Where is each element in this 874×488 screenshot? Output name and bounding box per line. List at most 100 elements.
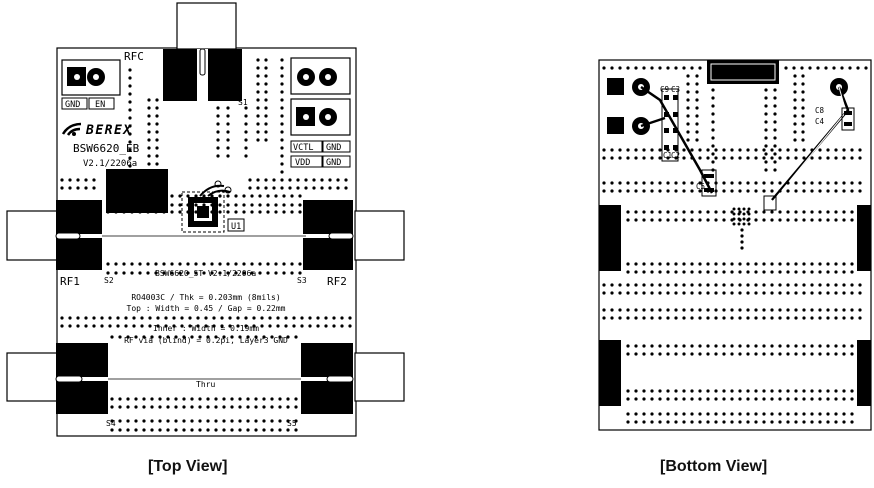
via-dot (114, 203, 118, 207)
via-dot (737, 222, 741, 226)
via-dot (786, 262, 790, 266)
via-dot (762, 156, 766, 160)
via-dot (134, 428, 138, 432)
via-dot (773, 160, 777, 164)
via-dot (194, 203, 198, 207)
via-dot (626, 210, 630, 214)
via-dot (642, 412, 646, 416)
via-dot (68, 186, 72, 190)
via-dot (174, 397, 178, 401)
via-dot (786, 189, 790, 193)
via-dot (286, 405, 290, 409)
via-dot (130, 262, 134, 266)
via-dot (858, 148, 862, 152)
via-dot (216, 146, 220, 150)
via-dot (682, 397, 686, 401)
via-dot (634, 412, 638, 416)
via-dot (794, 210, 798, 214)
via-dot (194, 271, 198, 275)
via-dot (626, 352, 630, 356)
via-dot (194, 194, 198, 198)
via-dot (282, 262, 286, 266)
via-dot (730, 189, 734, 193)
via-dot (618, 189, 622, 193)
via-dot (642, 308, 646, 312)
via-dot (773, 128, 777, 132)
via-dot (110, 335, 114, 339)
via-dot (764, 168, 768, 172)
via-dot (294, 335, 298, 339)
via-dot (794, 412, 798, 416)
via-dot (794, 352, 798, 356)
via-dot (778, 420, 782, 424)
via-dot (690, 352, 694, 356)
via-dot (786, 156, 790, 160)
via-dot (842, 148, 846, 152)
via-dot (714, 262, 718, 266)
via-dot (706, 181, 710, 185)
via-dot (626, 420, 630, 424)
via-dot (128, 68, 132, 72)
via-dot (650, 262, 654, 266)
via-dot (602, 189, 606, 193)
via-dot (262, 428, 266, 432)
via-dot (706, 344, 710, 348)
via-dot (794, 420, 798, 424)
via-dot (626, 397, 630, 401)
via-dot (154, 271, 158, 275)
via-dot (674, 316, 678, 320)
via-dot (230, 397, 234, 401)
via-dot (626, 291, 630, 295)
via-dot (174, 428, 178, 432)
via-dot (850, 308, 854, 312)
via-dot (280, 130, 284, 134)
via-dot (810, 262, 814, 266)
via-dot (802, 412, 806, 416)
via-dot (246, 405, 250, 409)
via-dot (182, 397, 186, 401)
via-dot (254, 428, 258, 432)
via-dot (740, 228, 744, 232)
pad-label-rf1: RF1 (60, 275, 80, 288)
via-dot (747, 217, 751, 221)
via-dot (106, 210, 110, 214)
via-dot (810, 210, 814, 214)
via-dot (130, 203, 134, 207)
via-dot (682, 181, 686, 185)
via-dot (834, 189, 838, 193)
via-dot (650, 291, 654, 295)
via-dot (658, 316, 662, 320)
via-dot (280, 98, 284, 102)
via-dot (816, 66, 820, 70)
logo-text: BEREX (85, 123, 133, 138)
via-dot (740, 246, 744, 250)
via-dot (278, 335, 282, 339)
via-dot (764, 136, 768, 140)
via-dot (126, 419, 130, 423)
via-dot (666, 308, 670, 312)
via-dot (274, 203, 278, 207)
via-dot (682, 270, 686, 274)
via-dot (666, 156, 670, 160)
via-dot (746, 352, 750, 356)
via-dot (711, 128, 715, 132)
via-dot (810, 189, 814, 193)
via-dot (682, 283, 686, 287)
via-dot (730, 344, 734, 348)
via-dot (156, 316, 160, 320)
via-dot (214, 335, 218, 339)
via-dot (690, 412, 694, 416)
via-dot (666, 66, 670, 70)
switch-label-s5: S5 (287, 419, 297, 428)
via-dot (778, 156, 782, 160)
via-dot (834, 344, 838, 348)
board-name: BSW6620_EB (73, 142, 140, 155)
via-dot (147, 114, 151, 118)
via-dot (634, 397, 638, 401)
via-dot (626, 308, 630, 312)
via-dot (328, 186, 332, 190)
via-dot (810, 352, 814, 356)
via-dot (722, 352, 726, 356)
via-dot (114, 271, 118, 275)
